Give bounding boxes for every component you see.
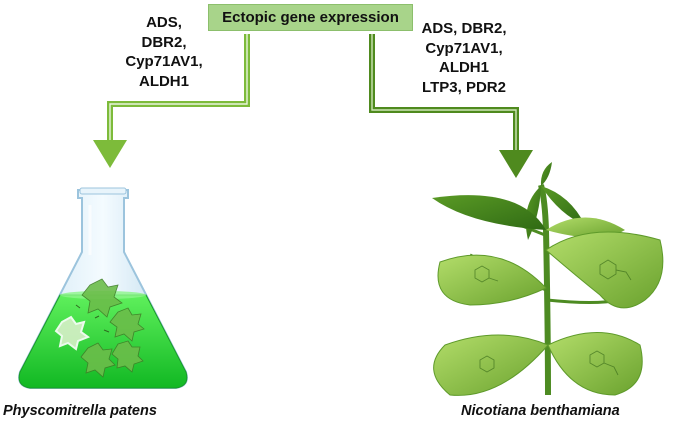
- gene-label: ALDH1: [438, 59, 489, 76]
- organism-label-moss: Physcomitrella patens: [3, 403, 157, 419]
- ectopic-expression-title: Ectopic gene expression: [208, 4, 413, 31]
- moss-gametophore-icon: [54, 278, 145, 378]
- gene-label: LTP3, PDR2: [422, 78, 506, 96]
- gene-label: DBR2,: [141, 33, 187, 51]
- tobacco-plant-icon: [432, 162, 664, 396]
- gene-label: ALDH1: [138, 72, 189, 90]
- arrow-to-tobacco: [369, 34, 533, 178]
- flask-icon: [18, 187, 188, 389]
- arrowhead-right: [499, 150, 533, 178]
- gene-label: Cyp71AV1,: [125, 53, 203, 70]
- arrow-to-moss: [93, 34, 250, 168]
- gene-list-moss: ADS, DBR2, Cyp71AV1, ALDH1: [112, 13, 216, 91]
- gene-label: Cyp71AV1,: [425, 39, 503, 57]
- organism-label-tobacco: Nicotiana benthamiana: [461, 403, 620, 419]
- arrowhead-left: [93, 140, 127, 168]
- gene-label: ADS,: [146, 14, 182, 31]
- gene-list-tobacco: ADS, DBR2, Cyp71AV1, ALDH1 LTP3, PDR2: [410, 19, 518, 97]
- gene-label: ADS, DBR2,: [421, 20, 507, 37]
